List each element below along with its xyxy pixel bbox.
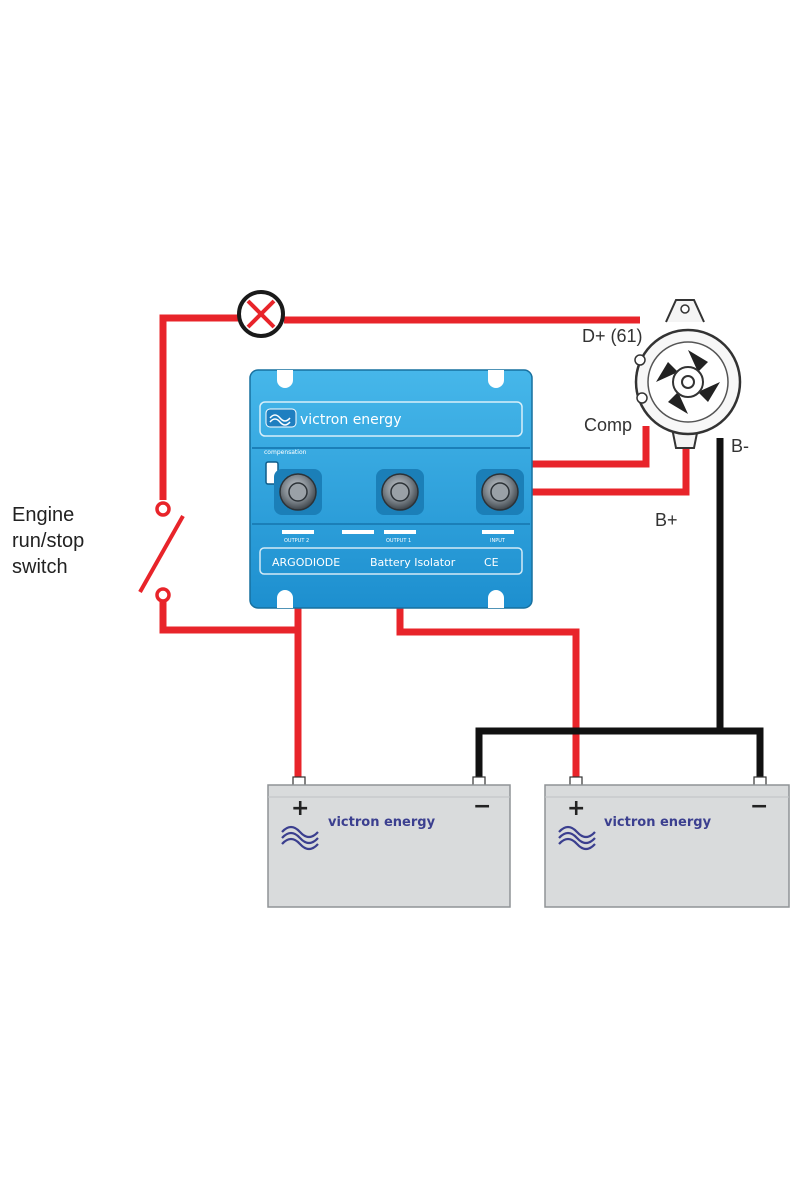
battery-2-plus: +	[567, 796, 585, 821]
battery-2-brand: victron energy	[604, 815, 712, 830]
isolator-model-label: ARGODIODE	[272, 556, 340, 569]
battery-1: + − victron energy	[267, 776, 511, 908]
b-plus-label: B+	[655, 510, 678, 530]
comp-label: Comp	[584, 415, 632, 435]
battery-1-brand: victron energy	[328, 815, 436, 830]
b-minus-label: B-	[731, 436, 749, 456]
lamp-to-switch-wire	[159, 314, 238, 500]
alternator	[634, 299, 742, 449]
d-plus-label: D+ (61)	[582, 326, 643, 346]
battery-isolator: victron energy compensation OUTPUT 2 OUT…	[249, 369, 533, 609]
negative-bus-wire	[475, 727, 764, 781]
battery-1-logo-icon	[281, 825, 319, 851]
input-label: INPUT	[490, 538, 506, 544]
isolator-compensation-label: compensation	[264, 449, 307, 456]
engine-run-stop-switch	[138, 501, 185, 603]
output2-label: OUTPUT 2	[284, 538, 309, 544]
output2-terminal	[274, 469, 322, 515]
output1-terminal	[376, 469, 424, 515]
battery-2: + − victron energy	[544, 776, 790, 908]
isolator-logo-icon	[265, 408, 297, 428]
switch-to-output2-wire	[159, 600, 298, 634]
battery-2-minus: −	[750, 794, 768, 819]
battery-1-minus: −	[473, 794, 491, 819]
switch-label: Engine run/stop switch	[12, 504, 90, 578]
switch-label-line3: switch	[12, 556, 68, 578]
battery-2-logo-icon	[558, 825, 596, 851]
input-terminal	[476, 469, 524, 515]
battery-1-plus: +	[291, 796, 309, 821]
isolator-brand-text: victron energy	[300, 412, 401, 428]
switch-label-line2: run/stop	[12, 530, 84, 552]
b-plus-wire	[500, 440, 690, 496]
isolator-product-label: Battery Isolator	[370, 556, 456, 569]
isolator-ce-label: CE	[484, 556, 499, 569]
isolator-product-panel	[259, 547, 523, 575]
warning-lamp	[237, 290, 285, 338]
output1-label: OUTPUT 1	[386, 538, 411, 544]
negative-wires	[475, 438, 764, 781]
isolator-brand-panel	[259, 401, 523, 437]
switch-label-line1: Engine	[12, 504, 74, 526]
